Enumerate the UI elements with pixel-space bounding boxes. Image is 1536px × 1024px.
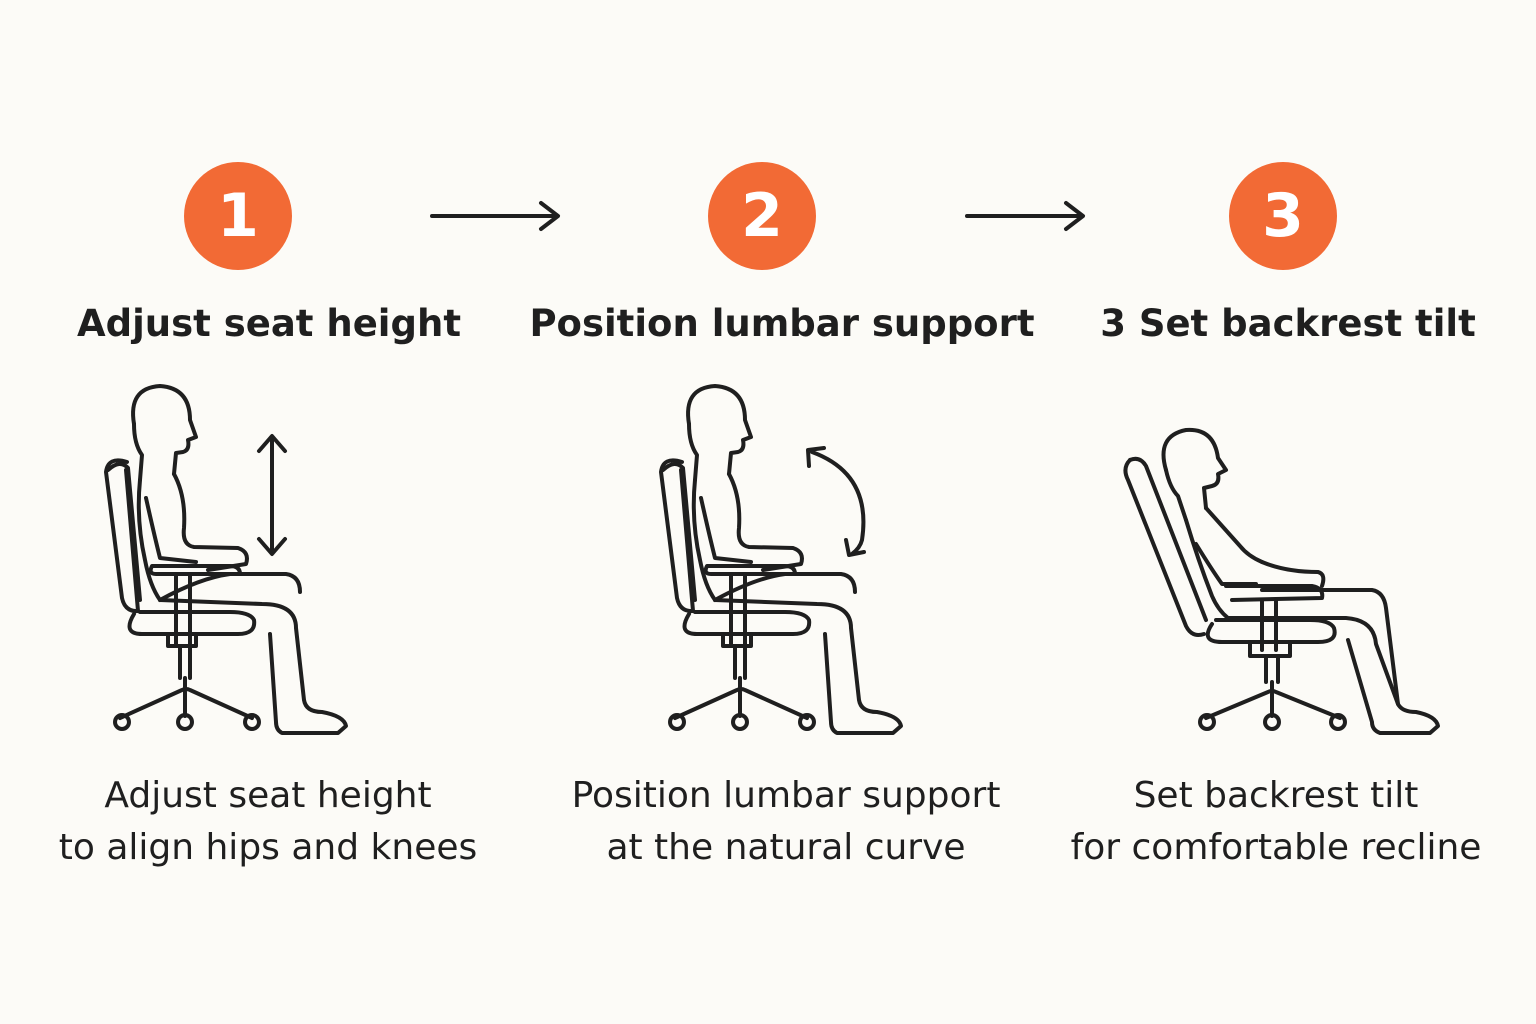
step-1-caption-line-2: to align hips and knees (58, 827, 478, 868)
step-1-title: Adjust seat height (76, 302, 462, 345)
step-1-number-badge: 1 (184, 162, 292, 270)
step-2-number-badge: 2 (708, 162, 816, 270)
curved-double-arrow-icon (806, 446, 866, 557)
reclined-chair-icon (1123, 427, 1440, 735)
flow-arrow-1-to-2 (430, 201, 560, 231)
step-2-caption: Position lumbar support at the natural c… (536, 770, 1036, 874)
step-3-caption: Set backrest tilt for comfortable reclin… (1026, 770, 1526, 874)
seated-person-lumbar-icon (659, 384, 903, 735)
step-1-caption: Adjust seat height to align hips and kne… (18, 770, 518, 874)
vertical-double-arrow-icon (257, 434, 287, 556)
step-3-number-badge: 3 (1229, 162, 1337, 270)
step-3-caption-line-1: Set backrest tilt (1133, 775, 1419, 816)
flow-arrow-2-to-3 (965, 201, 1085, 231)
step-2-title: Position lumbar support (529, 302, 1035, 345)
step-1-caption-line-1: Adjust seat height (104, 775, 432, 816)
step-3-title: 3 Set backrest tilt (1100, 302, 1476, 345)
seated-person-chair-icon (104, 384, 348, 735)
step-2-caption-line-1: Position lumbar support (571, 775, 1001, 816)
step-3-caption-line-2: for comfortable recline (1070, 827, 1482, 868)
step-2-caption-line-2: at the natural curve (606, 827, 966, 868)
